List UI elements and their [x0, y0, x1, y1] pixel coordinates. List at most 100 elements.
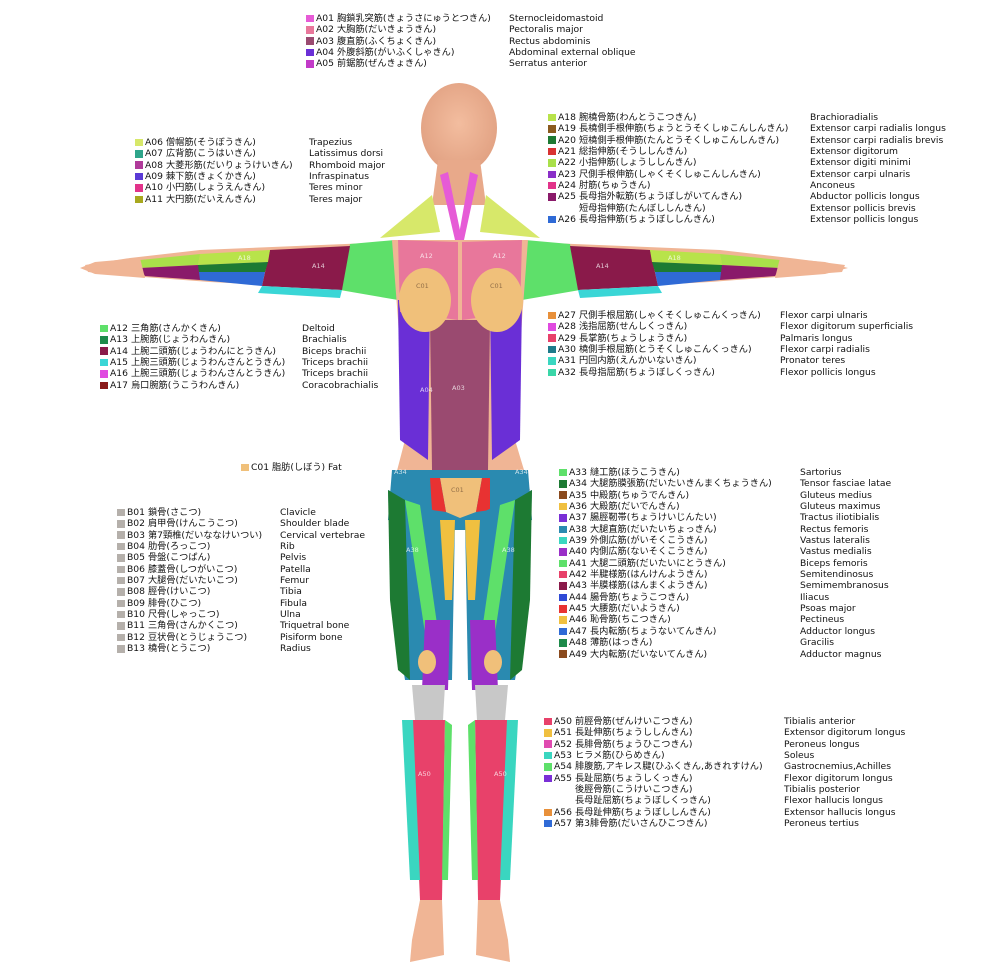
- legend-code: A06: [145, 137, 163, 148]
- legend-code: A32: [558, 366, 576, 378]
- legend-english-name: Palmaris longus: [780, 332, 853, 344]
- legend-swatch: [548, 368, 556, 377]
- legend-english-name: Rectus abdominis: [509, 35, 591, 47]
- legend-swatch: [559, 491, 567, 500]
- legend-code: A25: [558, 191, 576, 203]
- legend-code: A42: [569, 569, 587, 581]
- deltoid-left: [340, 240, 398, 300]
- legend-english-name: Gluteus medius: [800, 489, 872, 501]
- legend-japanese-name: 上腕三頭筋(じょうわんさんとうきん): [131, 357, 286, 369]
- legend-japanese-name: 大内転筋(だいないてんきん): [590, 648, 708, 660]
- legend-swatch: [306, 60, 314, 68]
- legend-japanese-name: 長掌筋(ちょうしょうきん): [579, 332, 688, 344]
- legend-japanese-name: 棘下筋(きょくかきん): [166, 171, 256, 183]
- legend-swatch: [100, 324, 108, 333]
- fig-label-a14-r: A14: [596, 262, 609, 270]
- legend-japanese-name: 小円筋(しょうえんきん): [166, 182, 266, 194]
- legend-swatch: [548, 345, 556, 354]
- legend-english-name: Extensor pollicis longus: [810, 214, 919, 226]
- deltoid-right: [522, 240, 580, 300]
- legend-japanese-name: 前鋸筋(ぜんきょきん): [337, 58, 427, 70]
- legend-swatch: [559, 650, 567, 658]
- legend-english-name: Pelvis: [280, 552, 307, 564]
- legend-swatch: [544, 729, 552, 737]
- legend-code: A22: [558, 157, 576, 169]
- legend-japanese-name: 烏口腕筋(うこうわんきん): [131, 379, 240, 391]
- legend-japanese-name: 肘筋(ちゅうきん): [579, 180, 651, 192]
- forearm-left-b: [196, 262, 268, 272]
- legend-swatch: [117, 622, 125, 630]
- legend-japanese-name: ヒラメ筋(ひらめきん): [575, 750, 665, 762]
- legend-japanese-name: 大腿骨(だいたいこつ): [148, 575, 238, 587]
- legend-swatch: [117, 644, 125, 653]
- rectus-abdominis: [430, 320, 490, 480]
- legend-code: A21: [558, 146, 576, 158]
- legend-english-name: Triquetral bone: [280, 620, 350, 632]
- legend-swatch: [548, 215, 556, 224]
- fig-label-a34-r: A34: [515, 468, 528, 476]
- legend-english-name: Extensor carpi radialis longus: [810, 123, 946, 135]
- legend-japanese-name: 恥骨筋(ちこつきん): [590, 614, 671, 626]
- legend-japanese-name: 腕橈骨筋(わんとうこつきん): [579, 112, 697, 123]
- legend-english-name: Adductor longus: [800, 625, 876, 637]
- legend-english-name: Sartorius: [800, 467, 842, 478]
- legend-code: A17: [110, 379, 128, 391]
- fig-label-a38-l: A38: [406, 546, 419, 554]
- legend-english-name: Trapezius: [309, 137, 353, 148]
- foot-right: [476, 900, 510, 962]
- legend-code: A27: [558, 310, 576, 321]
- legend-english-name: Radius: [280, 643, 311, 655]
- legend-swatch: [544, 819, 552, 828]
- calf-left: [402, 720, 420, 880]
- legend-code: A09: [145, 171, 163, 183]
- psoas-left: [430, 478, 446, 512]
- patella-right: [484, 650, 502, 674]
- fat-breast-left: [399, 268, 451, 332]
- legend-japanese-name: 前脛骨筋(ぜんけいこつきん): [575, 716, 693, 727]
- legend-english-name: Flexor digitorum superficialis: [780, 321, 914, 333]
- legend-english-name: Teres minor: [309, 182, 363, 194]
- legend-english-name: Brachioradialis: [810, 112, 879, 123]
- legend-japanese-name: 外側広筋(がいそくこうきん): [590, 535, 708, 547]
- legend-japanese-name: 腓腹筋,アキレス腱(ひふくきん,あきれすけん): [575, 761, 763, 773]
- legend-english-name: Biceps brachii: [302, 345, 367, 357]
- neck: [432, 160, 486, 205]
- legend-japanese-name: 半腱様筋(はんけんようきん): [590, 569, 708, 581]
- legend-english-name: Brachialis: [302, 334, 347, 346]
- legend-english-name: Iliacus: [800, 591, 830, 603]
- legend-code: A07: [145, 148, 163, 160]
- triceps-right: [578, 286, 662, 298]
- legend-english-name: Cervical vertebrae: [280, 529, 366, 541]
- legend-japanese-name: 僧帽筋(そうぼうきん): [166, 137, 256, 148]
- legend-swatch: [559, 638, 567, 647]
- legend-japanese-name: 大腿二頭筋(だいたいにとうきん): [590, 557, 726, 569]
- legend-japanese-name: 長内転筋(ちょうないてんきん): [590, 625, 717, 637]
- legend-english-name: Gracilis: [800, 637, 835, 649]
- legend-swatch: [548, 125, 556, 133]
- forearm-left-e: [140, 265, 200, 280]
- legend-english-name: Anconeus: [810, 180, 855, 192]
- legend-swatch: [306, 14, 314, 23]
- legend-english-name: Femur: [280, 575, 309, 587]
- legend-swatch: [548, 170, 556, 179]
- peroneus-left: [442, 720, 452, 880]
- knee-left: [412, 685, 445, 720]
- legend-code: B02: [127, 518, 145, 530]
- trapezius: [380, 195, 440, 238]
- legend-japanese-name: 第3腓骨筋(だいさんひこつきん): [575, 818, 708, 830]
- fig-label-a04: A04: [420, 386, 433, 394]
- legend-code: A45: [569, 603, 587, 615]
- legend-swatch: [117, 531, 125, 540]
- legend-swatch: [306, 26, 314, 34]
- fig-label-a12-l: A12: [420, 252, 433, 260]
- legend-swatch: [544, 763, 552, 771]
- legend-english-name: Flexor carpi radialis: [780, 344, 870, 356]
- legend-japanese-name: 腓骨(ひこつ): [148, 597, 202, 609]
- oblique-right: [490, 300, 522, 460]
- legend-code: A35: [569, 489, 587, 501]
- legend-code: A37: [569, 512, 587, 524]
- legend-swatch: [548, 334, 556, 343]
- legend-english-name: Triceps brachii: [302, 357, 369, 369]
- legend-swatch: [135, 172, 143, 181]
- fig-label-a03: A03: [452, 384, 465, 392]
